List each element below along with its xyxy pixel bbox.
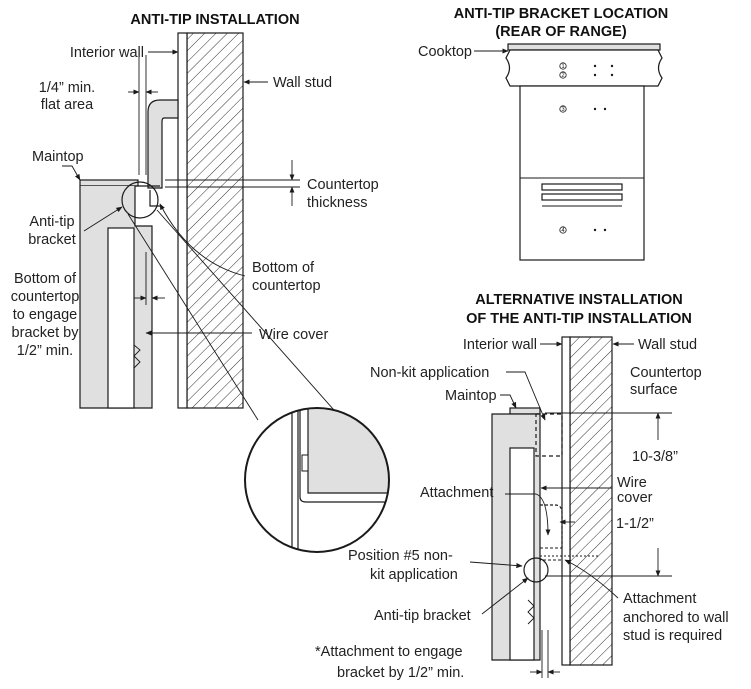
alt-label-countertop-surface-1: Countertop	[630, 365, 702, 381]
alternative-section: ALTERNATIVE INSTALLATION OF THE ANTI-TIP…	[315, 292, 729, 681]
label-engage-1: Bottom of	[14, 271, 77, 287]
label-engage-2: countertop	[11, 289, 80, 305]
label-cooktop: Cooktop	[418, 44, 472, 60]
alt-label-countertop-surface-2: surface	[630, 382, 678, 398]
location-section: ANTI-TIP BRACKET LOCATION (REAR OF RANGE…	[418, 6, 669, 261]
position-marker-1: 1	[559, 62, 614, 70]
alt-bracket-circle	[523, 557, 549, 583]
alt-title-1: ALTERNATIVE INSTALLATION	[475, 292, 683, 308]
label-countertop-thickness-2: thickness	[307, 195, 367, 211]
alt-label-non-kit: Non-kit application	[370, 365, 489, 381]
bracket-magnified-detail	[244, 407, 390, 553]
alt-label-wall-stud: Wall stud	[638, 337, 697, 353]
label-bottom-countertop-1: Bottom of	[252, 260, 315, 276]
alt-maintop	[509, 407, 541, 415]
range-rear-body	[519, 85, 645, 261]
label-interior-wall: Interior wall	[70, 45, 144, 61]
label-engage-3: to engage	[13, 307, 78, 323]
alt-title-2: OF THE ANTI-TIP INSTALLATION	[466, 311, 692, 327]
anti-tip-bracket	[149, 190, 160, 207]
alt-label-position5-2: kit application	[370, 567, 458, 583]
main-section: ANTI-TIP INSTALLATION	[11, 12, 390, 553]
wall-stud	[186, 32, 244, 409]
alt-wall-stud	[569, 336, 613, 666]
alt-label-attachment: Attachment	[420, 485, 493, 501]
svg-text:4: 4	[561, 228, 565, 234]
interior-wall	[177, 32, 188, 409]
svg-text:2: 2	[561, 73, 565, 79]
svg-text:1: 1	[561, 64, 565, 70]
svg-text:3: 3	[561, 107, 565, 113]
label-flat-area-2: flat area	[41, 97, 94, 113]
position-marker-2: 2	[559, 71, 614, 79]
position-marker-4: 4	[559, 226, 607, 234]
location-title-2: (REAR OF RANGE)	[495, 24, 626, 40]
range-panel	[107, 227, 135, 409]
alt-label-dim-offset: 1-1/2”	[616, 516, 654, 532]
cooktop-edge	[507, 43, 661, 51]
alt-label-dim-height: 10-3/8”	[632, 449, 678, 465]
label-maintop: Maintop	[32, 149, 84, 165]
label-anti-tip-2: bracket	[28, 232, 76, 248]
label-engage-5: 1/2” min.	[17, 343, 73, 359]
label-wall-stud: Wall stud	[273, 75, 332, 91]
label-anti-tip-1: Anti-tip	[29, 214, 74, 230]
alt-label-footnote-1: *Attachment to engage	[315, 644, 463, 660]
label-flat-area-1: 1/4” min.	[39, 80, 95, 96]
alt-label-anchored-2: anchored to wall	[623, 610, 729, 626]
alt-label-maintop: Maintop	[445, 388, 497, 404]
location-title-1: ANTI-TIP BRACKET LOCATION	[454, 6, 669, 22]
wire-cover	[147, 99, 179, 189]
alt-label-interior-wall: Interior wall	[463, 337, 537, 353]
alt-label-position5-1: Position #5 non-	[348, 548, 453, 564]
alt-label-wire-cover-2: cover	[617, 490, 653, 506]
alt-interior-wall	[561, 336, 571, 666]
non-kit-box	[535, 413, 563, 457]
position-marker-3: 3	[559, 105, 607, 113]
alt-label-anchored-3: stud is required	[623, 628, 722, 644]
bracket-detail-circle	[121, 181, 159, 219]
alt-label-anchored-1: Attachment	[623, 591, 696, 607]
main-title: ANTI-TIP INSTALLATION	[130, 12, 299, 28]
cooktop-rear	[505, 49, 663, 87]
alt-label-wire-cover-1: Wire	[617, 475, 647, 491]
label-bottom-countertop-2: countertop	[252, 278, 321, 294]
label-wire-cover: Wire cover	[259, 327, 328, 343]
alt-label-footnote-2: bracket by 1/2” min.	[337, 665, 464, 681]
label-countertop-thickness-1: Countertop	[307, 177, 379, 193]
label-engage-4: bracket by	[12, 325, 80, 341]
alt-label-anti-tip-bracket: Anti-tip bracket	[374, 608, 471, 624]
